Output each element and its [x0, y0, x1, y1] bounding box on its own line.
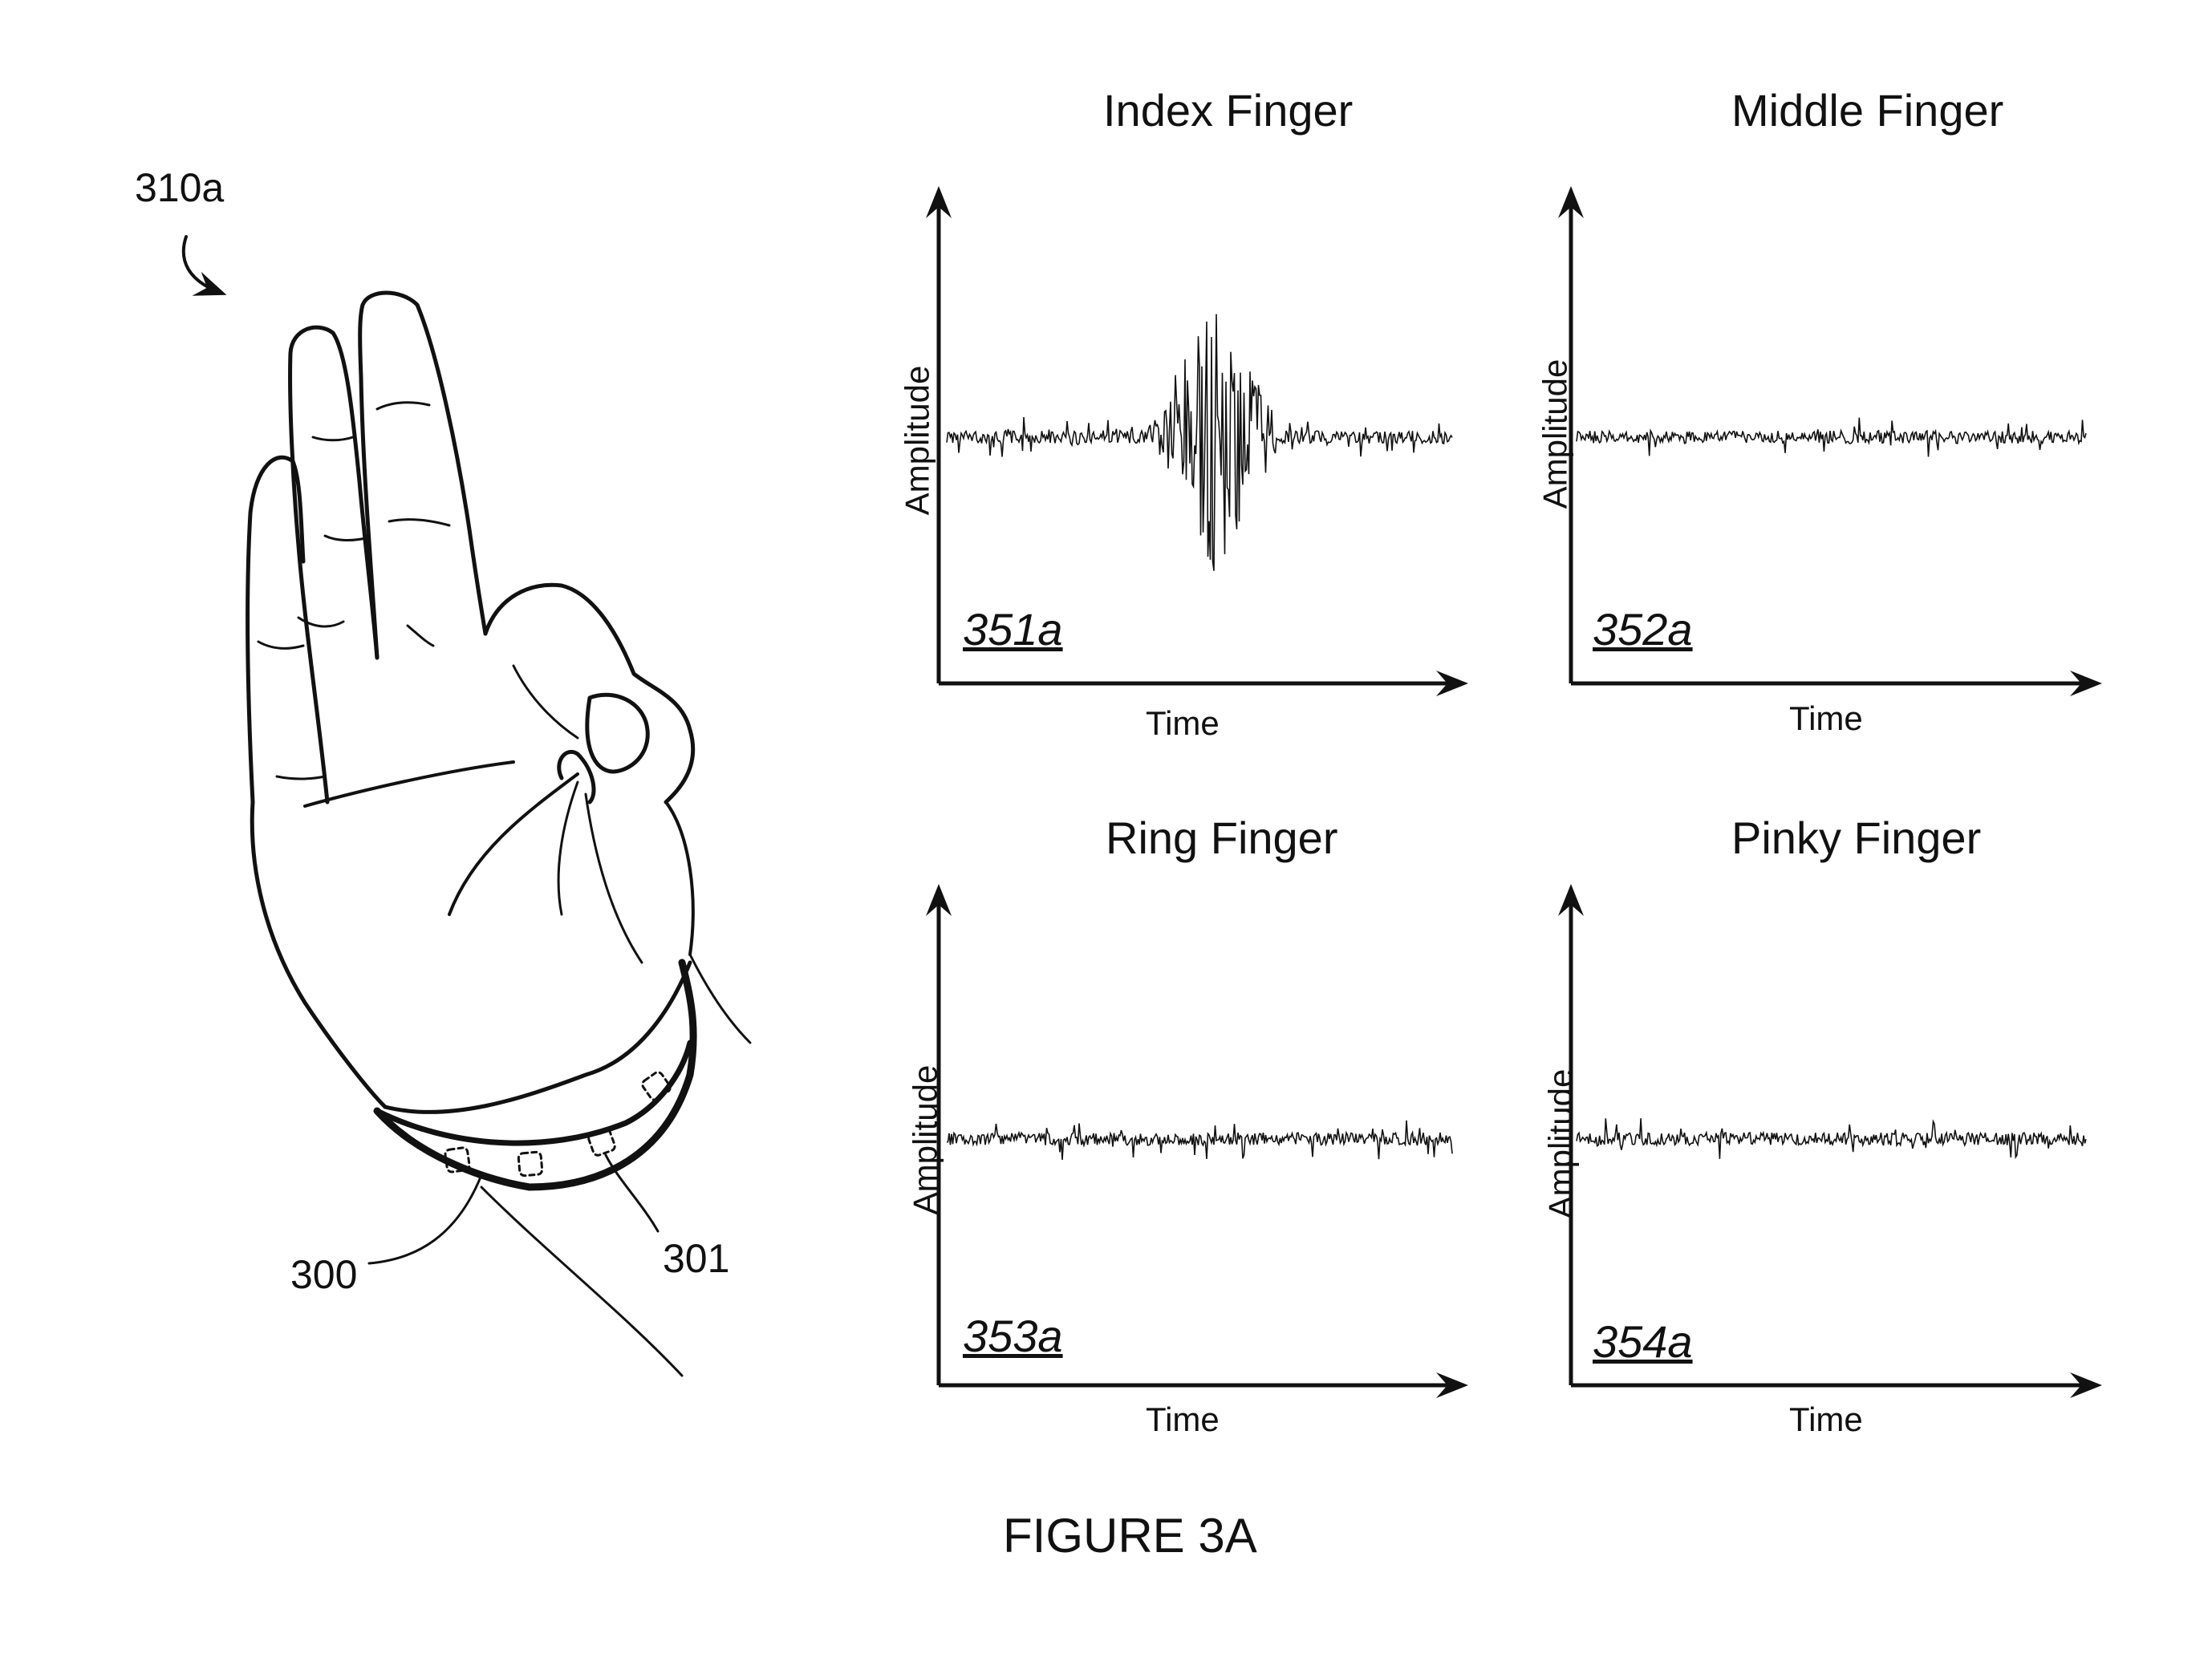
leader-300	[367, 1173, 483, 1265]
y-axis-label-pinky: Amplitude	[1541, 1068, 1580, 1219]
sensor-301	[444, 1071, 672, 1178]
leader-301	[604, 1153, 660, 1233]
signal-trace-353a	[946, 1120, 1453, 1160]
middle-finger	[358, 290, 488, 660]
sensor-reference-label: 301	[663, 1236, 730, 1281]
panel-title-pinky: Pinky Finger	[1731, 813, 1982, 863]
pinky-finger	[246, 455, 306, 805]
thumb	[483, 582, 696, 805]
hand-reference-label: 310a	[135, 165, 225, 210]
y-axis-label-ring: Amplitude	[906, 1064, 944, 1215]
reference-arrow-310a	[181, 235, 227, 296]
x-axis-label-pinky: Time	[1789, 1400, 1863, 1438]
panel-title-ring: Ring Finger	[1106, 813, 1338, 863]
panel-tag-354a: 354a	[1593, 1316, 1693, 1367]
x-axis-label-middle: Time	[1789, 699, 1863, 737]
band-reference-label: 300	[290, 1252, 358, 1297]
y-axis-label-index: Amplitude	[898, 365, 936, 516]
wristband-300	[373, 959, 697, 1191]
x-axis-label-index: Time	[1146, 704, 1220, 742]
x-axis-label-ring: Time	[1146, 1400, 1220, 1438]
ring-finger	[288, 325, 379, 805]
panel-title-index: Index Finger	[1103, 85, 1354, 136]
emg-panel-352a	[1558, 186, 2102, 696]
forearm	[480, 1186, 684, 1377]
signal-trace-352a	[1576, 417, 2087, 457]
palm	[250, 800, 388, 1109]
hand-illustration	[181, 235, 752, 1377]
chart-panels	[926, 186, 2102, 1398]
emg-panel-354a	[1558, 884, 2102, 1398]
figure-caption: FIGURE 3A	[1003, 1509, 1257, 1563]
emg-panel-351a	[926, 186, 1468, 696]
signal-trace-354a	[1576, 1118, 2087, 1160]
index-finger	[557, 749, 596, 805]
panel-tag-353a: 353a	[963, 1311, 1063, 1361]
panel-title-middle: Middle Finger	[1731, 85, 2004, 136]
y-axis-label-middle: Amplitude	[1536, 359, 1574, 509]
panel-tag-352a: 352a	[1593, 604, 1693, 655]
signal-trace-351a	[946, 314, 1453, 571]
emg-panel-353a	[926, 884, 1468, 1398]
panel-tag-351a: 351a	[963, 604, 1063, 655]
